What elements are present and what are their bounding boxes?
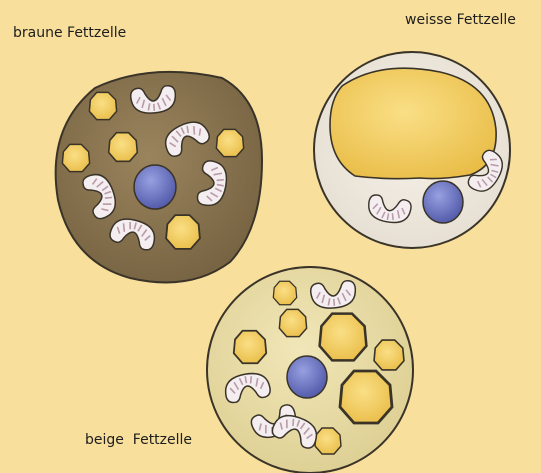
lipid-droplet (166, 215, 200, 249)
lipid-droplet (340, 371, 392, 423)
white-fat-cell (314, 52, 510, 248)
lipid-droplet (374, 340, 404, 370)
label-white-fat-cell: weisse Fettzelle (405, 12, 516, 28)
label-brown-fat-cell: braune Fettzelle (13, 25, 126, 41)
lipid-droplet (109, 133, 138, 162)
lipid-droplet (216, 129, 243, 156)
lipid-droplet (330, 68, 496, 178)
beige-fat-cell (207, 267, 413, 473)
brown-fat-cell (56, 72, 262, 283)
lipid-droplet (273, 281, 296, 304)
lipid-droplet (89, 92, 116, 119)
label-beige-fat-cell: beige Fettzelle (85, 432, 192, 448)
lipid-droplet (62, 144, 89, 171)
lipid-droplet (279, 309, 306, 336)
nucleus (287, 356, 327, 398)
lipid-droplet (320, 314, 367, 361)
nucleus (134, 165, 176, 209)
nucleus (423, 181, 463, 223)
lipid-droplet (315, 428, 341, 454)
lipid-droplet (234, 331, 267, 364)
